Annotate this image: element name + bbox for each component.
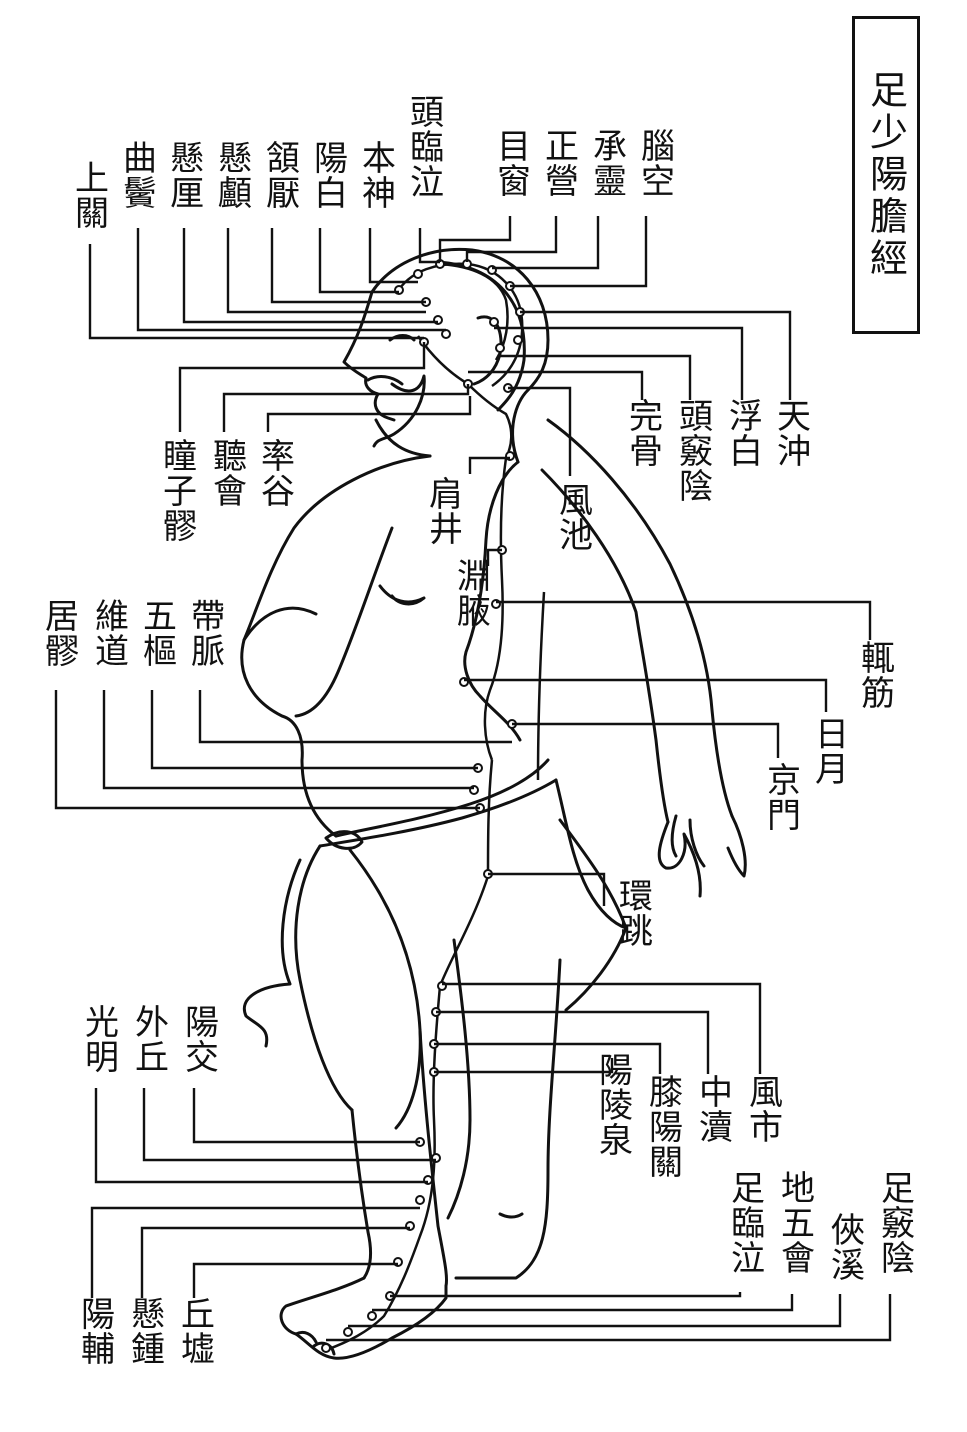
point-label-xuanzhong: 懸鍾 xyxy=(124,1296,165,1366)
torso-front xyxy=(240,454,432,838)
arm-front-line xyxy=(294,526,394,718)
acupoint-markers xyxy=(321,259,525,1353)
point-label-zhejin: 輒筋 xyxy=(854,640,895,710)
point-label-wangu: 完骨 xyxy=(622,398,663,468)
point-label-yangjiao: 陽交 xyxy=(178,1004,219,1074)
point-label-weidao: 維道 xyxy=(88,598,129,668)
chest-fold xyxy=(378,584,426,606)
point-label-toulinqi: 頭臨泣 xyxy=(403,94,444,199)
waist-cloth-top xyxy=(334,758,550,838)
hand xyxy=(657,814,747,898)
point-label-muchuang: 目窗 xyxy=(490,128,531,198)
point-label-yuanye: 淵腋 xyxy=(450,558,491,628)
loincloth-fold xyxy=(348,848,422,1130)
point-label-tinghui: 聽會 xyxy=(206,438,247,508)
sash-tail xyxy=(242,858,302,1048)
point-label-riyue: 日月 xyxy=(808,716,849,786)
face-profile xyxy=(342,290,396,422)
point-label-xuanlu: 懸顱 xyxy=(211,140,252,210)
point-label-yanglingquan: 陽陵泉 xyxy=(592,1052,633,1157)
knee-cap xyxy=(498,1212,524,1219)
point-label-zulinqi: 足臨泣 xyxy=(724,1170,765,1275)
point-label-shangguan: 上關 xyxy=(68,160,109,230)
point-label-shuaigu: 率谷 xyxy=(254,438,295,508)
point-label-yangfu: 陽輔 xyxy=(74,1296,115,1366)
shin-back xyxy=(418,1028,448,1288)
point-label-chengling: 承靈 xyxy=(586,128,627,198)
point-label-touqiaoyin: 頭竅陰 xyxy=(672,398,713,503)
point-label-wushu: 五樞 xyxy=(136,598,177,668)
point-label-diwuhui: 地五會 xyxy=(774,1170,815,1275)
point-label-tongziliao: 瞳子髎 xyxy=(156,438,197,543)
upper-arm-inner xyxy=(540,468,670,824)
point-label-qubin: 曲鬢 xyxy=(116,140,157,210)
point-label-guangming: 光明 xyxy=(78,1004,119,1074)
point-label-jingmen: 京門 xyxy=(760,762,801,832)
back-outline xyxy=(463,460,522,742)
back-leg xyxy=(454,958,562,1280)
point-label-qiuxu: 丘墟 xyxy=(174,1296,215,1366)
loincloth-rear xyxy=(554,778,628,930)
point-label-xuanli: 懸厘 xyxy=(163,140,204,210)
hand-fingers xyxy=(670,814,706,868)
leader-lines xyxy=(54,216,892,1342)
point-label-juliao: 居髎 xyxy=(38,598,79,668)
upper-arm xyxy=(546,418,734,818)
meridian-title-box: 足少陽膽經 xyxy=(852,16,920,334)
point-label-xiyangguan: 膝陽關 xyxy=(642,1074,683,1179)
neck-back xyxy=(511,388,530,464)
point-label-jianjing: 肩井 xyxy=(422,476,463,546)
point-label-zhengying: 正營 xyxy=(538,128,579,198)
meridian-title: 足少陽膽經 xyxy=(863,70,908,280)
beard xyxy=(372,374,426,448)
arm-shoulder xyxy=(242,606,318,642)
throat xyxy=(374,418,432,458)
mustache xyxy=(366,375,404,386)
knee-back xyxy=(446,938,472,1220)
point-label-fengchi: 風池 xyxy=(552,482,593,552)
point-label-zuqiaoyin: 足竅陰 xyxy=(874,1170,915,1275)
waist-cloth-band xyxy=(318,778,558,848)
point-label-fubai: 浮白 xyxy=(722,398,763,468)
loincloth-front xyxy=(294,844,354,1112)
point-label-zhongdu: 中瀆 xyxy=(692,1074,733,1144)
point-label-benshen: 本神 xyxy=(355,140,396,210)
point-label-fengshi: 風市 xyxy=(742,1074,783,1144)
point-label-huantiao: 環跳 xyxy=(612,878,653,948)
thigh-top xyxy=(558,818,628,1012)
foot xyxy=(279,1276,448,1360)
front-shin xyxy=(350,1108,373,1280)
point-label-xiaxi: 俠溪 xyxy=(824,1212,865,1282)
point-label-waiqiu: 外丘 xyxy=(128,1004,169,1074)
point-label-daimai: 帶脈 xyxy=(184,598,225,668)
point-label-hanyan: 頷厭 xyxy=(259,140,300,210)
point-label-tianchong: 天沖 xyxy=(770,398,811,468)
sash-knot xyxy=(324,830,364,850)
point-label-naokong: 腦空 xyxy=(634,128,675,198)
point-label-yangbai: 陽白 xyxy=(307,140,348,210)
